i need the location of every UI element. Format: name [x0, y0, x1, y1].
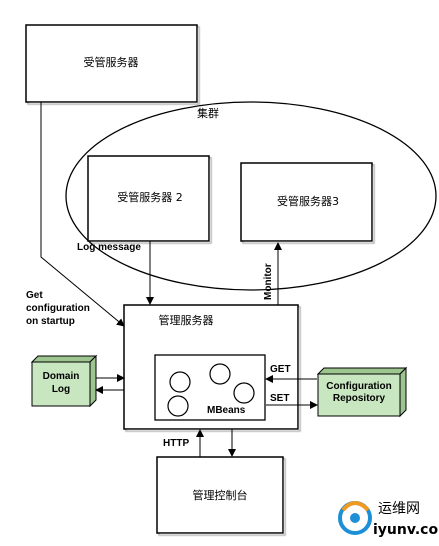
watermark-logo-icon — [338, 501, 372, 535]
edges — [40, 102, 318, 457]
get-config-label-line3: on startup — [26, 316, 75, 327]
config-repository-label-line1: Configuration — [326, 381, 392, 392]
cluster-label: 集群 — [197, 106, 219, 120]
watermark-brand-url: iyunv.com — [373, 522, 439, 538]
monitor-label: Monitor — [263, 263, 274, 300]
mbean-circle — [167, 395, 189, 417]
managed-server-2-label: 受管服务器 2 — [117, 190, 183, 204]
get-label: GET — [270, 364, 291, 375]
admin-console-node: 管理控制台 — [156, 456, 284, 534]
managed-server-top-label: 受管服务器 — [84, 55, 139, 69]
mbean-circle — [169, 371, 191, 393]
mbean-circle — [209, 363, 231, 385]
mbeans-box: MBeans — [154, 354, 266, 421]
get-config-label-line2: configuration — [26, 303, 90, 314]
managed-server-3-label: 受管服务器3 — [277, 194, 339, 208]
domain-log-label-line1: Domain — [43, 371, 80, 382]
config-repository-node: Configuration Repository — [316, 366, 408, 418]
admin-console-label: 管理控制台 — [193, 488, 248, 502]
get-config-arrow — [40, 102, 125, 327]
http-label: HTTP — [163, 438, 189, 449]
admin-server-label: 管理服务器 — [159, 313, 214, 327]
get-config-label-line1: Get — [26, 290, 43, 301]
watermark-brand-cn: 运维网 — [378, 501, 420, 517]
log-message-label: Log message — [77, 242, 141, 253]
config-repository-label-line2: Repository — [333, 393, 386, 404]
managed-server-3-node: 受管服务器3 — [240, 162, 373, 242]
managed-server-top-node: 受管服务器 — [25, 24, 198, 103]
watermark: 运维网 iyunv.com — [338, 501, 439, 538]
mbeans-label: MBeans — [207, 405, 246, 416]
domain-log-label-line2: Log — [52, 384, 70, 395]
cluster-group: 集群 — [65, 101, 437, 291]
mbean-circle — [233, 382, 255, 404]
set-label: SET — [270, 393, 289, 404]
managed-server-2-node: 受管服务器 2 — [87, 155, 210, 242]
domain-log-node: Domain Log — [30, 354, 98, 408]
